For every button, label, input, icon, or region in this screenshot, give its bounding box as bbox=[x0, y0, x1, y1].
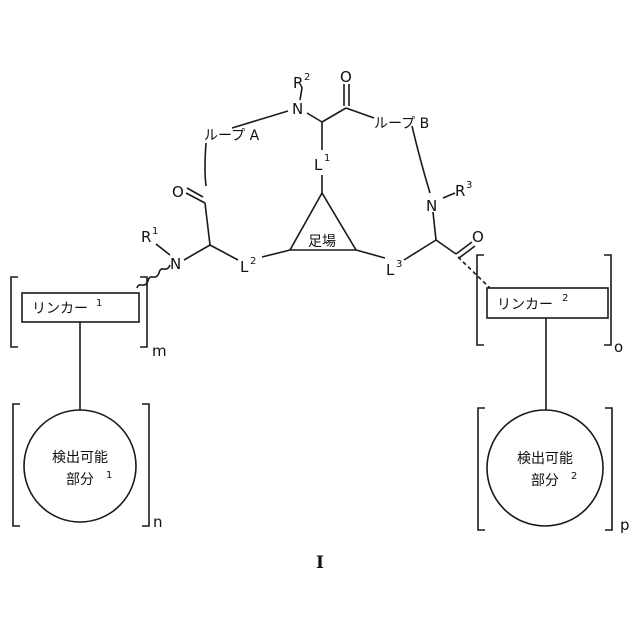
r3-label: R bbox=[455, 182, 465, 200]
formula-label: I bbox=[316, 553, 324, 573]
subscript-n: n bbox=[153, 513, 163, 531]
scaffold-label: 足場 bbox=[308, 234, 336, 250]
detectable-1-line1: 検出可能 bbox=[52, 450, 108, 466]
right-oxygen: O bbox=[472, 228, 484, 246]
scaffold-triangle: 足場 bbox=[290, 193, 356, 250]
r2-label: R bbox=[293, 74, 303, 92]
left-linker-group: m リンカー 1 n 検出可能 部分 1 bbox=[11, 265, 170, 531]
subscript-p: p bbox=[620, 516, 630, 534]
r3-superscript: 3 bbox=[466, 180, 472, 191]
l1-superscript: 1 bbox=[324, 153, 330, 164]
detectable-1-line2: 部分 bbox=[66, 472, 94, 488]
r1-superscript: 1 bbox=[152, 226, 158, 237]
right-linker-group: o リンカー 2 p 検出可能 部分 2 bbox=[458, 255, 630, 534]
subscript-o: o bbox=[614, 338, 623, 356]
right-nitrogen: N bbox=[426, 197, 437, 215]
l2-superscript: 2 bbox=[250, 256, 256, 267]
subscript-m: m bbox=[152, 342, 167, 360]
loop-b-label: ループ B bbox=[374, 116, 429, 132]
linker-2-superscript: 2 bbox=[562, 293, 568, 304]
detectable-1-superscript: 1 bbox=[106, 470, 112, 481]
detectable-2-line2: 部分 bbox=[531, 473, 559, 489]
detectable-moiety-2-circle bbox=[487, 410, 603, 526]
l3-label: L bbox=[386, 261, 395, 279]
l2-label: L bbox=[240, 258, 249, 276]
top-nitrogen: N bbox=[292, 100, 303, 118]
left-oxygen: O bbox=[172, 183, 184, 201]
linker-2-label: リンカー bbox=[497, 297, 553, 313]
right-dashed-bond bbox=[458, 257, 492, 290]
detectable-2-line1: 検出可能 bbox=[517, 451, 573, 467]
loop-a-label: ループ A bbox=[204, 128, 260, 144]
r1-label: R bbox=[141, 228, 151, 246]
l3-superscript: 3 bbox=[396, 259, 402, 270]
left-nitrogen: N bbox=[170, 255, 181, 273]
detectable-moiety-1-circle bbox=[24, 410, 136, 522]
top-oxygen: O bbox=[340, 68, 352, 86]
linker-1-superscript: 1 bbox=[96, 298, 102, 309]
linker-1-label: リンカー bbox=[32, 301, 88, 317]
detectable-2-superscript: 2 bbox=[571, 471, 577, 482]
l1-label: L bbox=[314, 156, 323, 174]
r2-superscript: 2 bbox=[304, 72, 310, 83]
